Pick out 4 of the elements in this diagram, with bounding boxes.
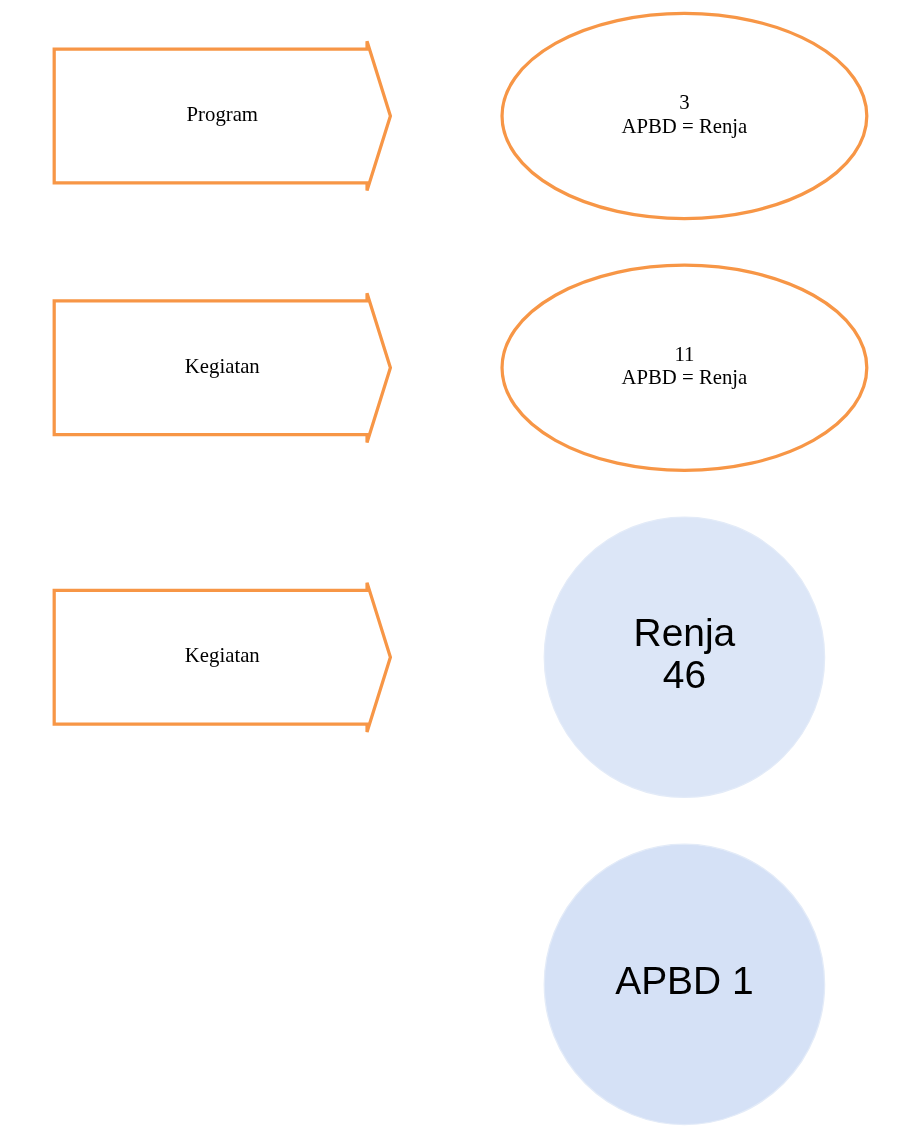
node-ellipse: 11 APBD = Renja bbox=[500, 263, 869, 472]
node-circle: APBD 1 bbox=[543, 843, 826, 1126]
node-ellipse: 3 APBD = Renja bbox=[500, 11, 869, 221]
node-circle: Renja 46 bbox=[543, 516, 826, 799]
